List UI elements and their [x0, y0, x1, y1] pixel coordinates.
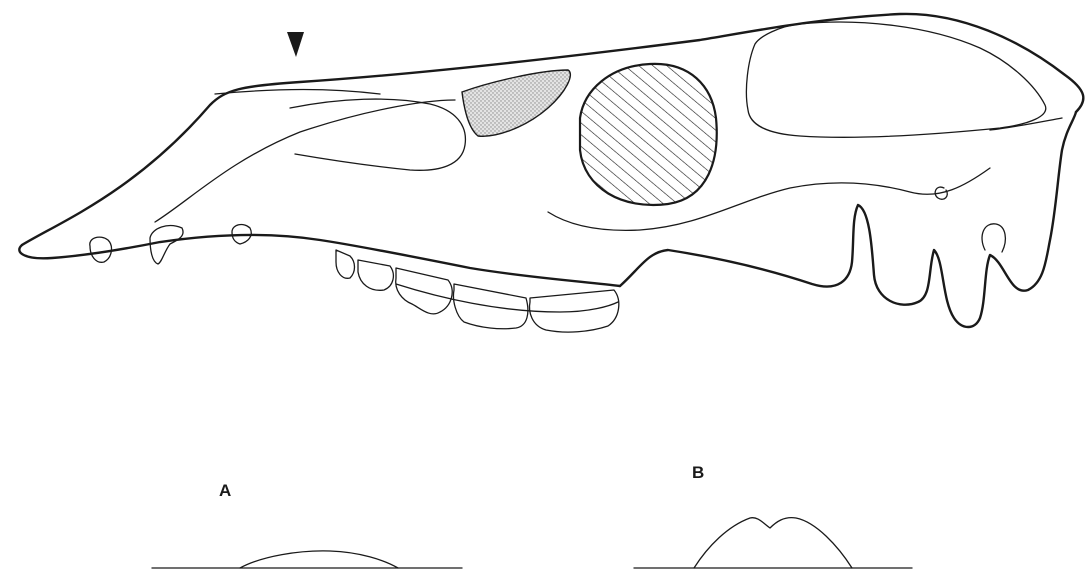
panel-a-profile: [240, 551, 398, 568]
orbit-hatched: [580, 64, 717, 205]
lacrimal-fenestra: [462, 70, 570, 136]
panel-b-cross-section: [634, 518, 912, 568]
cheek-tooth-crown-line: [396, 284, 618, 312]
antorbital-fossa: [290, 99, 465, 170]
panel-b-profile: [694, 518, 852, 568]
paroccipital-process: [982, 224, 1005, 252]
canine-tooth: [150, 226, 183, 264]
premolar-2: [358, 260, 393, 290]
panel-b-label: B: [692, 464, 704, 481]
nuchal-crest: [990, 118, 1062, 130]
panel-a-cross-section: [152, 551, 462, 568]
premolar-1: [336, 250, 355, 278]
skull-dorsal-outline: [22, 14, 1083, 245]
temporal-fossa: [746, 22, 1045, 137]
maxillary-crest: [155, 100, 455, 222]
premolar-3: [396, 268, 452, 314]
arrowhead-marker: [287, 32, 304, 57]
cheek-tooth-row: [336, 250, 619, 332]
panel-a-label: A: [219, 482, 231, 499]
incisor-tooth-1: [90, 237, 112, 262]
